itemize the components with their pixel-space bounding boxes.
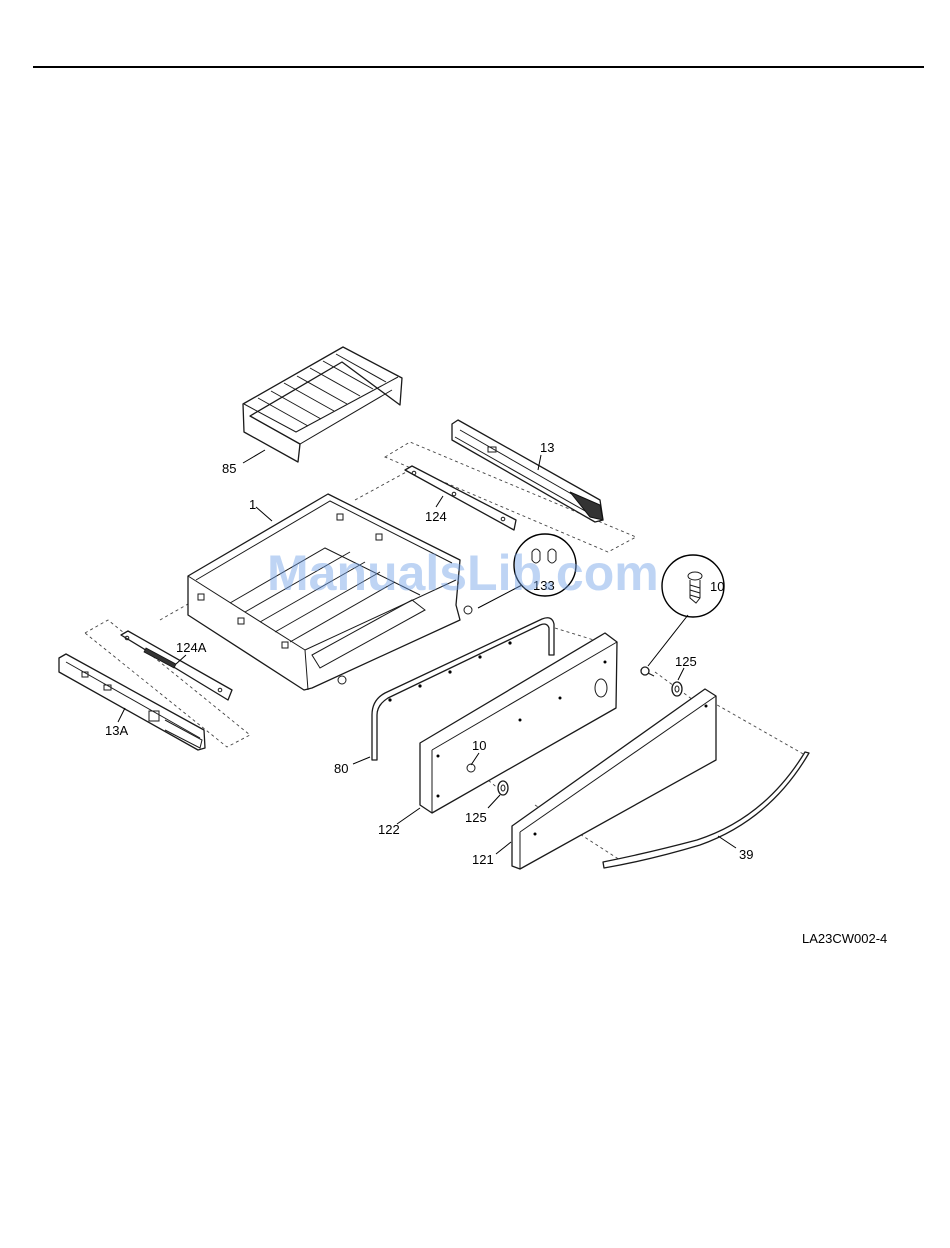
callout-125: 125	[465, 810, 487, 825]
callout-13A: 13A	[105, 723, 128, 738]
watermark-text: ManualsLib.com	[267, 545, 659, 601]
callout-39: 39	[739, 847, 753, 862]
callout-10-detail: 10	[710, 579, 724, 594]
rail-bracket-right-part	[405, 466, 516, 530]
screw-detail-circle	[648, 555, 724, 666]
callout-124: 124	[425, 509, 447, 524]
callout-125-right: 125	[675, 654, 697, 669]
callout-124A: 124A	[176, 640, 207, 655]
washer-left-part	[498, 781, 508, 795]
drawing-code: LA23CW002-4	[802, 931, 887, 946]
callout-85: 85	[222, 461, 236, 476]
wire-rack-part	[243, 347, 402, 462]
callout-10: 10	[472, 738, 486, 753]
screw-part	[641, 667, 654, 676]
callout-13: 13	[540, 440, 554, 455]
callout-121: 121	[472, 852, 494, 867]
callout-1: 1	[249, 497, 256, 512]
washer-right-part	[672, 682, 682, 696]
callout-122: 122	[378, 822, 400, 837]
callout-80: 80	[334, 761, 348, 776]
